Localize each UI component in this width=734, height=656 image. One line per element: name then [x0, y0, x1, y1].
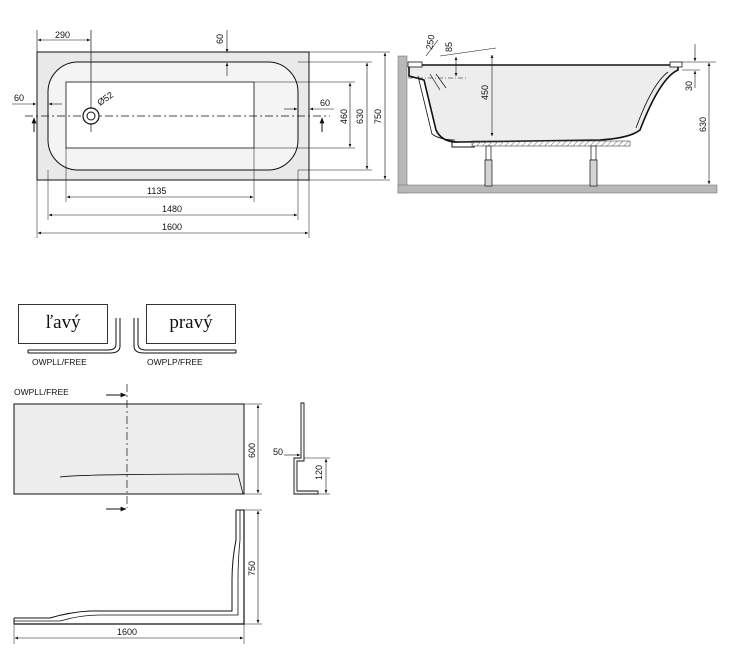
wall-back	[397, 55, 408, 194]
drain-hole-inner	[86, 111, 96, 121]
dim-1135: 1135	[147, 186, 166, 196]
dim-600: 600	[247, 443, 257, 458]
dim-750: 750	[373, 109, 383, 124]
panel-view: OWPLL/FREE 600 50 120 750 1600	[13, 384, 330, 644]
dim-630-side: 630	[698, 117, 708, 132]
panel-foot-curve	[59, 473, 244, 495]
tub-side-body	[408, 64, 679, 143]
panel-plan-inner	[14, 510, 237, 619]
dim-460: 460	[339, 109, 349, 124]
variant-right-icon	[133, 318, 237, 354]
overflow-line-a	[429, 73, 441, 91]
dim-250: 250	[424, 34, 436, 51]
panel-title: OWPLL/FREE	[14, 387, 69, 397]
dim-85: 85	[444, 42, 454, 52]
overflow-line-b	[435, 73, 447, 89]
tub-inner-edge	[417, 75, 456, 141]
dim-290: 290	[55, 30, 70, 40]
panel-plan-outer	[14, 510, 245, 625]
dim-450: 450	[480, 85, 490, 100]
dim-60-left: 60	[14, 93, 24, 103]
tub-inner-edge-right	[635, 71, 669, 129]
dim-630: 630	[355, 109, 365, 124]
dim-60-right: 60	[320, 98, 330, 108]
dim-1600: 1600	[162, 222, 182, 232]
panel-profile	[293, 402, 319, 495]
tub-rim-left	[407, 61, 423, 68]
dim-120: 120	[314, 465, 324, 480]
panel-front	[13, 403, 245, 495]
dim-1600-panel: 1600	[117, 627, 137, 637]
leg-right	[589, 145, 598, 187]
variant-left-label: ľavý	[18, 304, 108, 344]
variant-right-label: pravý	[146, 304, 236, 344]
dim-60-top: 60	[215, 34, 225, 44]
tub-base-frame	[471, 140, 631, 147]
floor	[397, 184, 718, 194]
leg-left	[484, 145, 493, 187]
tub-rim-right	[669, 61, 683, 68]
dim-30: 30	[684, 81, 694, 91]
dim-1480: 1480	[162, 204, 182, 214]
side-view: 250 85 450 30 630	[397, 34, 718, 194]
variant-right-code: OWPLP/FREE	[147, 357, 203, 367]
dimline-250	[425, 39, 439, 57]
dim-750-panel: 750	[247, 561, 257, 576]
top-view: Ø52 290 60 60 60 460 630 750	[12, 30, 390, 238]
panel-plan-inner-2	[14, 510, 241, 622]
drain-pipe	[451, 140, 475, 148]
ext-85-top	[439, 47, 497, 57]
variant-left-code: OWPLL/FREE	[32, 357, 87, 367]
variant-left-icon	[27, 318, 121, 354]
dim-50: 50	[273, 447, 283, 457]
